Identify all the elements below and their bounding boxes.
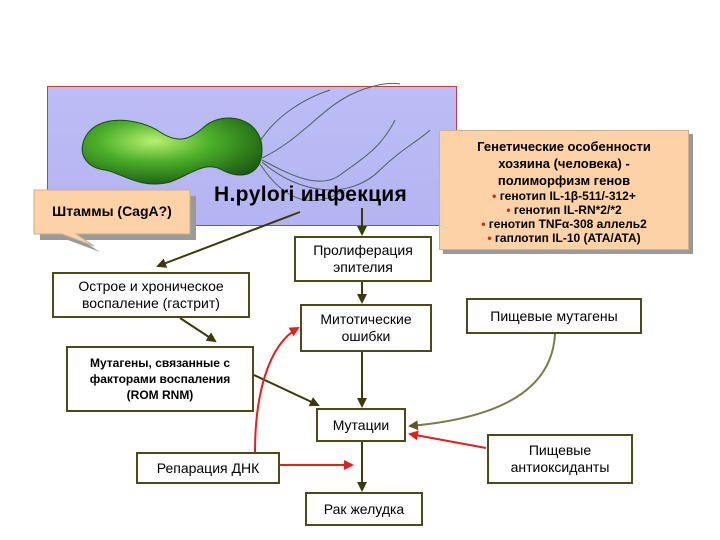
inflammation-box: Острое и хроническое воспаление (гастрит…: [52, 272, 250, 318]
arrow-food-mutagens-mutations: [408, 333, 556, 431]
dna-repair-box: Репарация ДНК: [136, 452, 280, 484]
host-genetics-panel: Генетические особенности хозяина (челове…: [439, 130, 689, 250]
strains-label: Штаммы (CagA?): [52, 203, 172, 219]
host-genetics-title: Генетические особенности хозяина (челове…: [477, 139, 651, 188]
antioxidants-box: Пищевые антиоксиданты: [487, 434, 633, 484]
inflammation-mutagens-box: Мутагены, связанные с факторами воспален…: [66, 346, 254, 412]
h-pylori-bacterium-icon: [81, 82, 431, 201]
diagram-title: H.pylori инфекция: [214, 183, 408, 206]
mutations-box: Мутации: [316, 408, 406, 442]
proliferation-box: Пролиферация эпителия: [294, 236, 432, 282]
food-mutagens-box: Пищевые мутагены: [466, 298, 642, 334]
arrow-repair-mitotic: [254, 327, 300, 453]
stomach-cancer-box: Рак желудка: [305, 492, 423, 526]
arrow-antioxidants-mutations: [408, 430, 487, 449]
host-genotype-item: • генотип IL-1β-511/-312+: [492, 189, 636, 203]
arrow-infection-inflammation: [156, 211, 301, 268]
host-genotype-item: • генотип TNFα-308 аллель2: [481, 217, 647, 231]
strains-callout: [33, 189, 196, 252]
mitotic-errors-box: Митотические ошибки: [300, 304, 432, 352]
arrow-inflammation-mutagens: [179, 317, 217, 343]
host-genotype-item: • генотип IL-RN*2/*2: [506, 203, 622, 217]
host-genotype-item: • гаплотип IL-10 (ATA/ATA): [487, 231, 641, 245]
